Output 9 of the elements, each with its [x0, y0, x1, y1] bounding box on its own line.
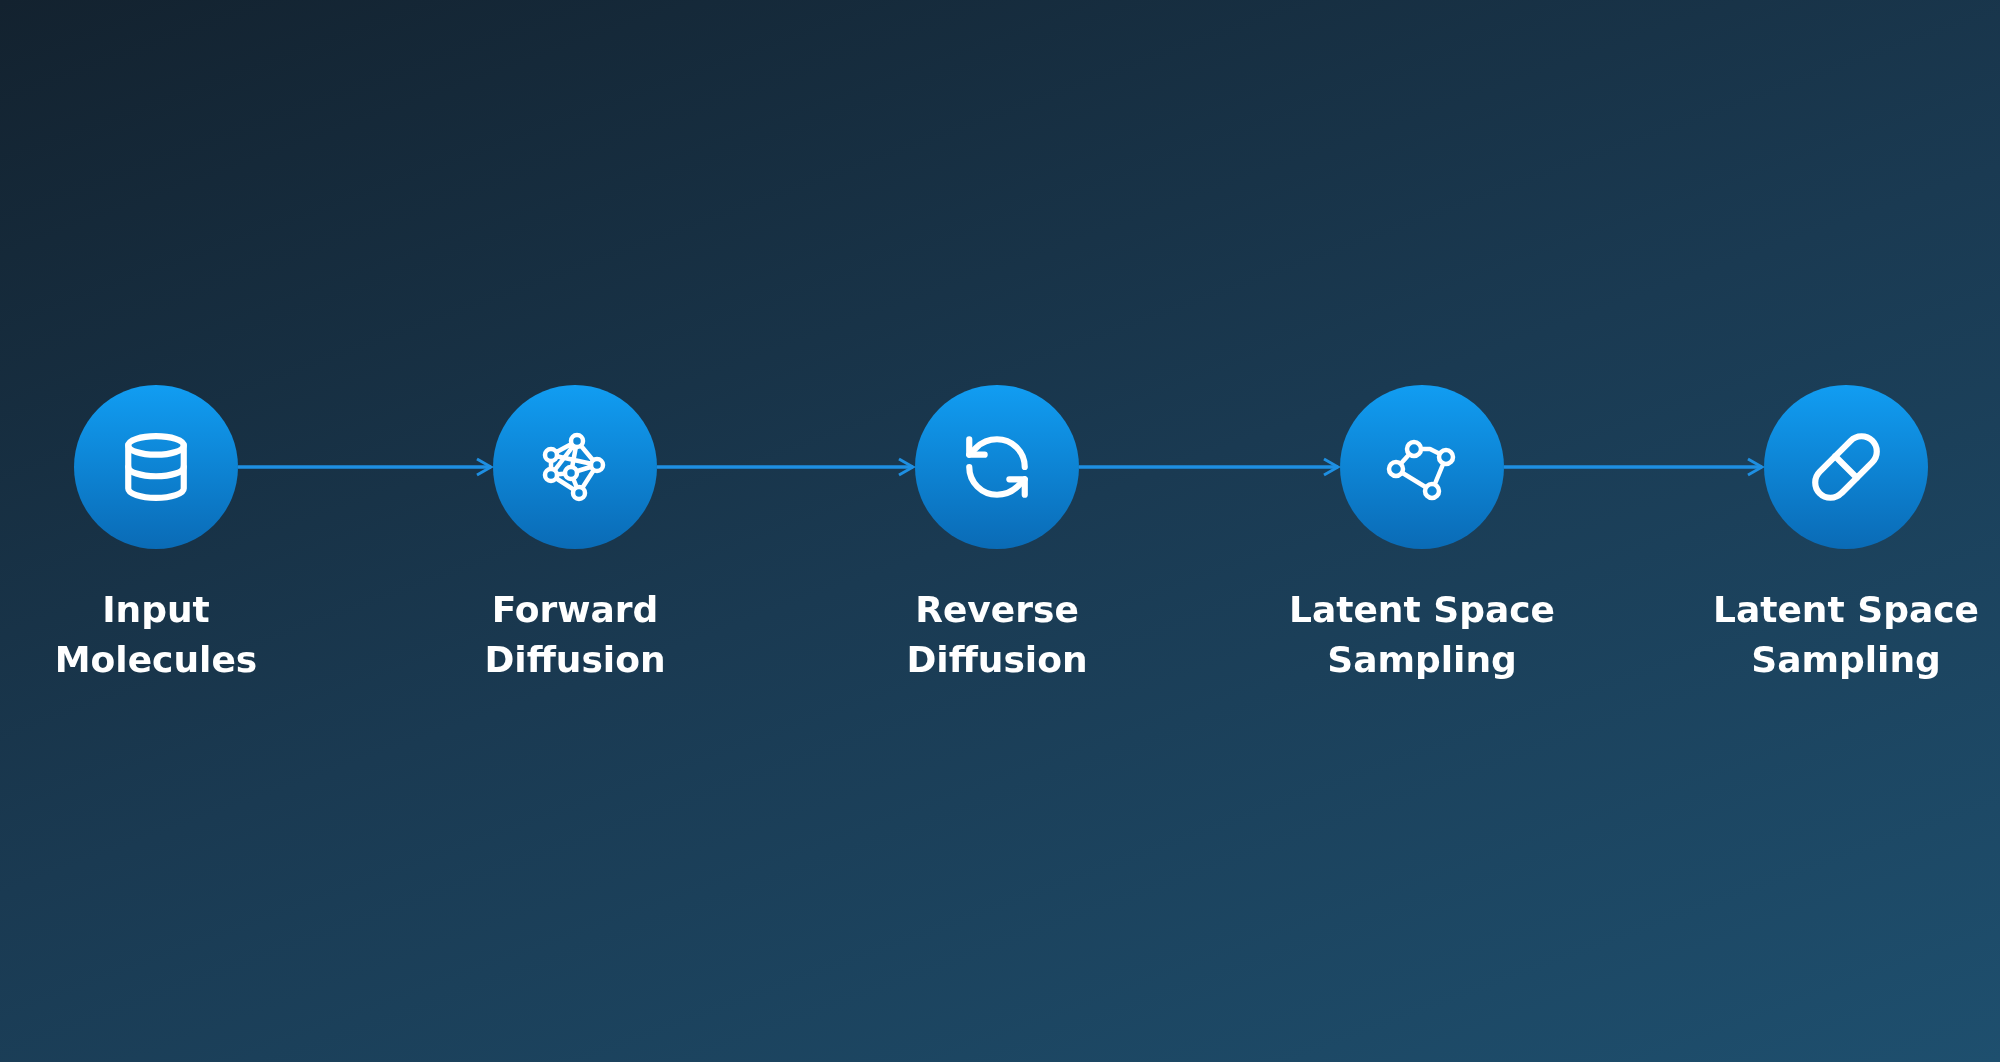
arrow	[657, 457, 915, 477]
step-label: Latent Space Sampling	[1288, 588, 1556, 682]
arrow	[1504, 457, 1764, 477]
step-label: Reverse Diffusion	[905, 588, 1089, 682]
step-label: Forward Diffusion	[483, 588, 667, 682]
arrow	[1079, 457, 1340, 477]
step-label: Latent Space Sampling	[1712, 588, 1980, 682]
step-label: Input Molecules	[53, 588, 259, 682]
arrow	[238, 457, 493, 477]
